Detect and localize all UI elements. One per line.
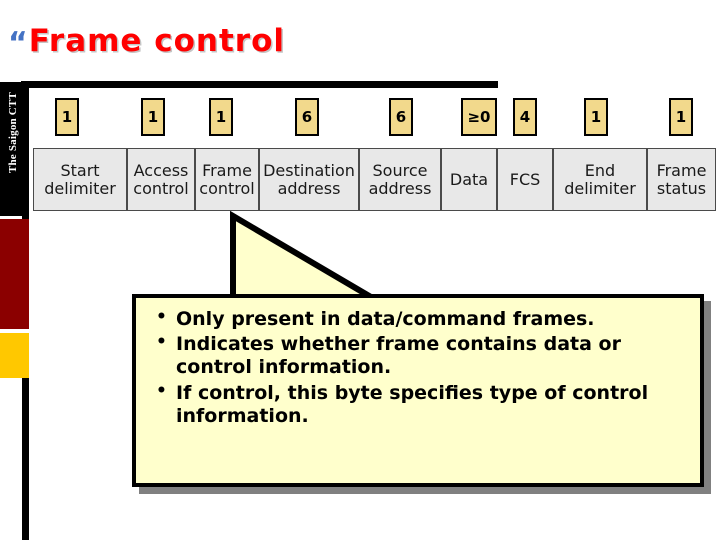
field-size-box: 1 <box>209 98 233 136</box>
callout-bullet-list: Only present in data/command frames. Ind… <box>150 307 686 428</box>
field-label-line2: address <box>277 178 341 198</box>
frame-field-frame-status: Frame status <box>647 148 716 211</box>
field-size-box: 4 <box>513 98 537 136</box>
field-label-line2: control <box>133 178 189 198</box>
field-label-line1: Source <box>372 160 428 180</box>
slide-left-rail: The Saigon CTT <box>0 0 29 540</box>
rail-block-red <box>0 219 29 329</box>
field-label-line2: status <box>656 178 707 198</box>
frame-field-start-delimiter: Start delimiter <box>33 148 127 211</box>
organization-label: The Saigon CTT <box>7 92 19 174</box>
field-size-box: 1 <box>141 98 165 136</box>
callout-bullet-item: If control, this byte specifies type of … <box>150 381 686 428</box>
field-label-line1: Data <box>449 169 489 189</box>
frame-field-access-control: Access control <box>127 148 195 211</box>
rail-vertical-line <box>22 378 29 540</box>
field-label-line2: delimiter <box>44 178 116 198</box>
field-label-line1: Frame <box>202 160 252 180</box>
field-label-line2: delimiter <box>564 178 636 198</box>
field-label-line1: Start <box>60 160 100 180</box>
callout-bullet-item: Indicates whether frame contains data or… <box>150 332 686 379</box>
field-label-line1: End <box>584 160 616 180</box>
rail-divider-top <box>22 216 29 219</box>
frame-field-source-address: Source address <box>359 148 441 211</box>
field-label-line2: address <box>368 178 432 198</box>
frame-field-destination-address: Destination address <box>259 148 359 211</box>
rail-block-black <box>0 82 29 216</box>
field-size-box: 6 <box>295 98 319 136</box>
field-size-box: 1 <box>669 98 693 136</box>
callout-box: Only present in data/command frames. Ind… <box>132 294 704 487</box>
title-bullet-icon: “ <box>8 26 28 61</box>
frame-format-diagram: 1 1 1 6 6 ≥0 4 1 1 Start delimiter Acces… <box>29 88 720 218</box>
field-label-line1: FCS <box>509 169 541 189</box>
callout-bullet-item: Only present in data/command frames. <box>150 307 686 331</box>
field-label-line1: Frame <box>656 160 707 180</box>
frame-field-data: Data <box>441 148 497 211</box>
field-size-box: ≥0 <box>461 98 497 136</box>
page-title-text: Frame control <box>28 23 286 59</box>
frame-field-row: Start delimiter Access control Frame con… <box>29 148 720 211</box>
field-size-box: 1 <box>584 98 608 136</box>
field-label-line2: control <box>199 178 255 198</box>
field-label-line1: Access <box>133 160 189 180</box>
frame-field-frame-control: Frame control <box>195 148 259 211</box>
page-title: “ Frame control <box>8 23 286 61</box>
field-size-box: 6 <box>389 98 413 136</box>
field-size-box: 1 <box>55 98 79 136</box>
frame-field-fcs: FCS <box>497 148 553 211</box>
frame-field-end-delimiter: End delimiter <box>553 148 647 211</box>
rail-block-gold <box>0 333 29 378</box>
title-underline-bar <box>21 81 498 88</box>
field-label-line1: Destination <box>263 160 355 180</box>
field-size-row: 1 1 1 6 6 ≥0 4 1 1 <box>29 98 720 142</box>
